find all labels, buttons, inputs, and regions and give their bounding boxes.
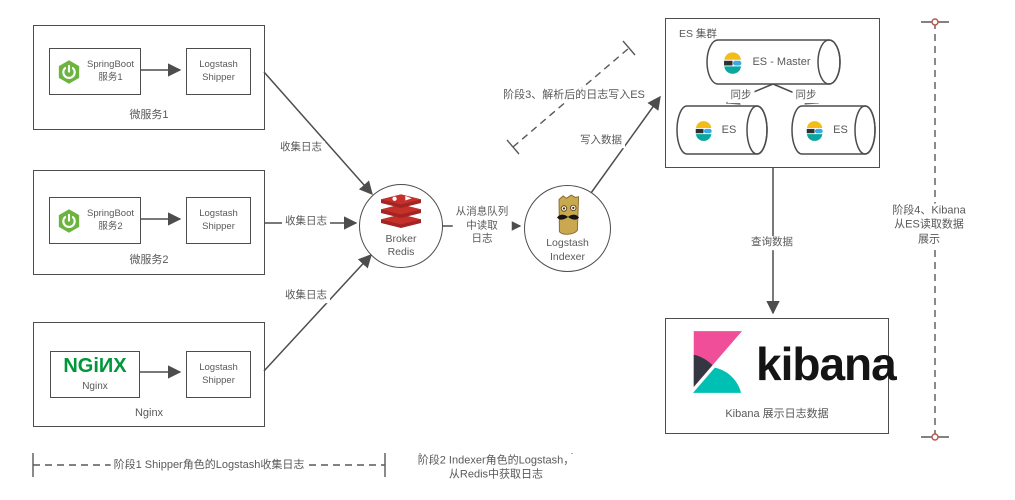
group-caption-nginx: Nginx xyxy=(134,407,164,419)
group-caption-microservice-1: 微服务1 xyxy=(129,109,169,121)
springboot-icon xyxy=(58,59,80,84)
springboot-service-2-label: SpringBoot 服务2 xyxy=(86,208,134,232)
springboot-service-2-node: SpringBoot 服务2 xyxy=(49,197,141,244)
edge-label-sync-right: 同步 xyxy=(792,89,820,103)
es-master-cylinder: ES - Master xyxy=(706,39,841,85)
es-node-1-cylinder: ES xyxy=(676,105,768,155)
broker-redis-circle: Broker Redis xyxy=(359,184,443,268)
logstash-shipper-3-node: Logstash Shipper xyxy=(186,351,251,398)
edge-label-query-data: 查询数据 xyxy=(748,236,796,250)
logstash-shipper-3-label: Logstash Shipper xyxy=(199,362,238,386)
group-microservice-1: SpringBoot 服务1 Logstash Shipper 微服务1 xyxy=(33,25,265,130)
es-cluster-box: ES 集群 ES - Master xyxy=(665,18,880,168)
kibana-caption: Kibana 展示日志数据 xyxy=(725,408,829,420)
es-node-2-label: ES xyxy=(833,124,848,136)
springboot-service-1-node: SpringBoot 服务1 xyxy=(49,48,141,95)
edge-label-collect-logs-2: 收集日志 xyxy=(282,215,330,229)
stage-1-label: 阶段1 Shipper角色的Logstash收集日志 xyxy=(110,457,308,473)
logstash-shipper-2-label: Logstash Shipper xyxy=(199,208,238,232)
kibana-wordmark: kibana xyxy=(756,338,897,390)
logstash-icon xyxy=(556,194,579,236)
edge-label-collect-logs-3: 收集日志 xyxy=(282,289,330,303)
edge-label-collect-logs-1: 收集日志 xyxy=(277,141,325,155)
stage-4-label: 阶段4、Kibana从ES读取数据展示 xyxy=(886,203,972,247)
nginx-node: NGiИX Nginx xyxy=(50,351,140,398)
es-master-label: ES - Master xyxy=(752,56,811,68)
edge-label-read-from-queue: 从消息队列 中读取 日志 xyxy=(452,205,512,247)
logstash-shipper-1-node: Logstash Shipper xyxy=(186,48,251,95)
elasticsearch-icon xyxy=(724,51,742,74)
elasticsearch-icon xyxy=(695,120,712,141)
stage-3-label: 阶段3、解析后的日志写入ES xyxy=(500,87,648,103)
es-cluster-title: ES 集群 xyxy=(679,28,717,40)
logstash-shipper-2-node: Logstash Shipper xyxy=(186,197,251,244)
es-node-1-label: ES xyxy=(721,124,737,136)
nginx-logo-text: NGiИX xyxy=(63,355,127,377)
broker-redis-label: Broker Redis xyxy=(385,232,417,258)
logstash-indexer-label: Logstash Indexer xyxy=(546,237,589,263)
logstash-indexer-circle: Logstash Indexer xyxy=(524,185,611,272)
kibana-panel: kibana Kibana 展示日志数据 xyxy=(665,318,897,434)
es-node-2-cylinder: ES xyxy=(791,105,876,155)
redis-icon xyxy=(381,194,421,228)
cylinder-shape xyxy=(676,105,768,155)
cylinder-shape xyxy=(791,105,876,155)
edge-label-sync-left: 同步 xyxy=(727,89,755,103)
edge-label-write-data: 写入数据 xyxy=(577,134,625,148)
springboot-icon xyxy=(58,208,80,233)
elasticsearch-icon xyxy=(806,120,823,141)
springboot-service-1-label: SpringBoot 服务1 xyxy=(86,59,134,83)
group-nginx: NGiИX Nginx Logstash Shipper Nginx xyxy=(33,322,265,427)
group-microservice-2: SpringBoot 服务2 Logstash Shipper 微服务2 xyxy=(33,170,265,275)
stage-2-label: 阶段2 Indexer角色的Logstash， 从Redis中获取日志 xyxy=(414,453,578,483)
kibana-logo-icon xyxy=(692,331,742,393)
group-caption-microservice-2: 微服务2 xyxy=(129,254,169,266)
logstash-shipper-1-label: Logstash Shipper xyxy=(199,59,238,83)
nginx-logo-caption: Nginx xyxy=(82,381,108,392)
cylinder-shape xyxy=(706,39,841,85)
